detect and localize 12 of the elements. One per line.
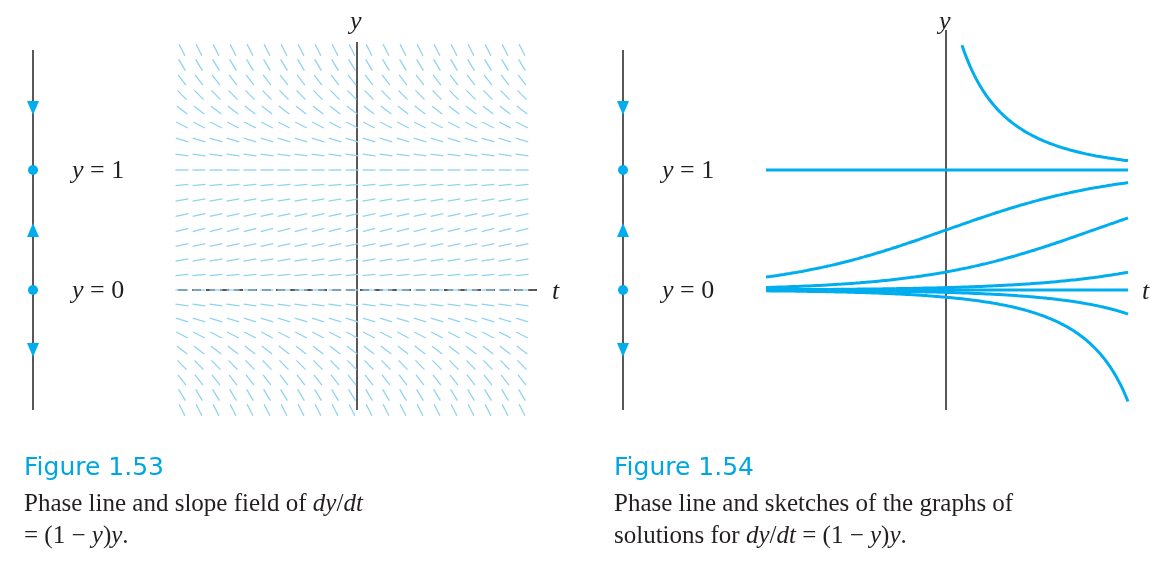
figure-number: Figure 1.53: [24, 452, 164, 482]
axis-label: t: [1142, 276, 1150, 306]
axis-label: y: [350, 6, 362, 36]
axis-label: t: [552, 276, 560, 306]
equilibrium-label: y = 1: [72, 155, 125, 185]
axis-label: y: [939, 6, 951, 36]
figure-number: Figure 1.54: [614, 452, 754, 482]
equilibrium-label: y = 1: [662, 155, 715, 185]
figure-caption: Phase line and sketches of the graphs of solutions for dy/dt = (1 − y)y.: [614, 488, 1015, 551]
equilibrium-label: y = 0: [662, 275, 715, 305]
equilibrium-label: y = 0: [72, 275, 125, 305]
figure-caption: Phase line and slope field of dy/dt = (1 − y)y.: [24, 488, 365, 551]
